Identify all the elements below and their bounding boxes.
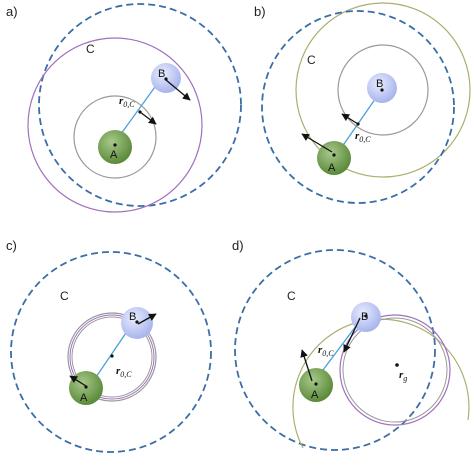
body-b-center (380, 88, 384, 92)
vector-label: r0,C (119, 95, 135, 109)
dashed-circle-c (38, 3, 242, 207)
gray-orbit-inner (71, 316, 153, 398)
body-b-center (135, 320, 139, 324)
olive-orbit (295, 2, 471, 178)
body-a (317, 141, 351, 175)
velocity-arrow-b (165, 79, 191, 101)
separation-vector (110, 79, 161, 146)
vector-label: r0,C (318, 344, 334, 358)
body-a-center (314, 382, 318, 386)
velocity-arrow-c (341, 113, 359, 125)
panel-d: d) C B A rg r0,C (232, 238, 470, 451)
panel-label: d) (232, 238, 244, 253)
body-a-label: A (110, 149, 118, 161)
gravity-center (395, 363, 399, 367)
gray-orbit (337, 44, 429, 136)
purple-orbit (69, 314, 155, 400)
dashed-circle-c (234, 249, 436, 451)
separation-vector (309, 317, 363, 386)
body-b-center (164, 77, 168, 81)
body-a (98, 130, 132, 164)
velocity-arrow-b (343, 317, 361, 353)
vector-label: r0,C (355, 130, 371, 144)
dashed-circle-c (10, 251, 212, 453)
vector-label: r0,C (116, 365, 132, 379)
body-b-label: B (361, 311, 368, 323)
panel-label: a) (6, 4, 18, 19)
velocity-arrow-a (301, 133, 333, 153)
body-b-center (364, 314, 368, 318)
velocity-arrow-a (300, 349, 313, 382)
body-b-label: B (158, 68, 165, 80)
body-b (367, 73, 397, 103)
circle-c-label: C (86, 42, 95, 56)
circle-c-label: C (60, 289, 69, 303)
velocity-arrow-c (139, 111, 157, 125)
body-b-label: B (376, 78, 383, 90)
circle-c-label: C (287, 289, 296, 303)
body-a-center (332, 153, 336, 157)
dashed-circle-c (261, 10, 455, 204)
gray-orbit (67, 312, 157, 402)
center-of-mass (110, 354, 114, 358)
body-b-label: B (129, 311, 136, 323)
panel-label: b) (254, 4, 266, 19)
purple-orbit (27, 37, 203, 213)
body-a-label: A (80, 392, 88, 404)
body-a-label: A (311, 389, 319, 401)
gray-orbit (342, 317, 448, 423)
body-a-center (113, 143, 117, 147)
panel-label: c) (6, 238, 17, 253)
panel-c: c) C B A r0,C (6, 238, 212, 453)
purple-orbit (339, 314, 451, 426)
panel-a: a) C A B r0,C (6, 3, 242, 213)
panel-b: b) C B A r0,C (254, 2, 471, 204)
extra-label: rg (399, 369, 407, 383)
velocity-arrow-a (69, 375, 87, 387)
velocity-arrow-b (137, 313, 157, 325)
circle-c-label: C (307, 53, 316, 67)
body-a-label: A (328, 162, 336, 174)
